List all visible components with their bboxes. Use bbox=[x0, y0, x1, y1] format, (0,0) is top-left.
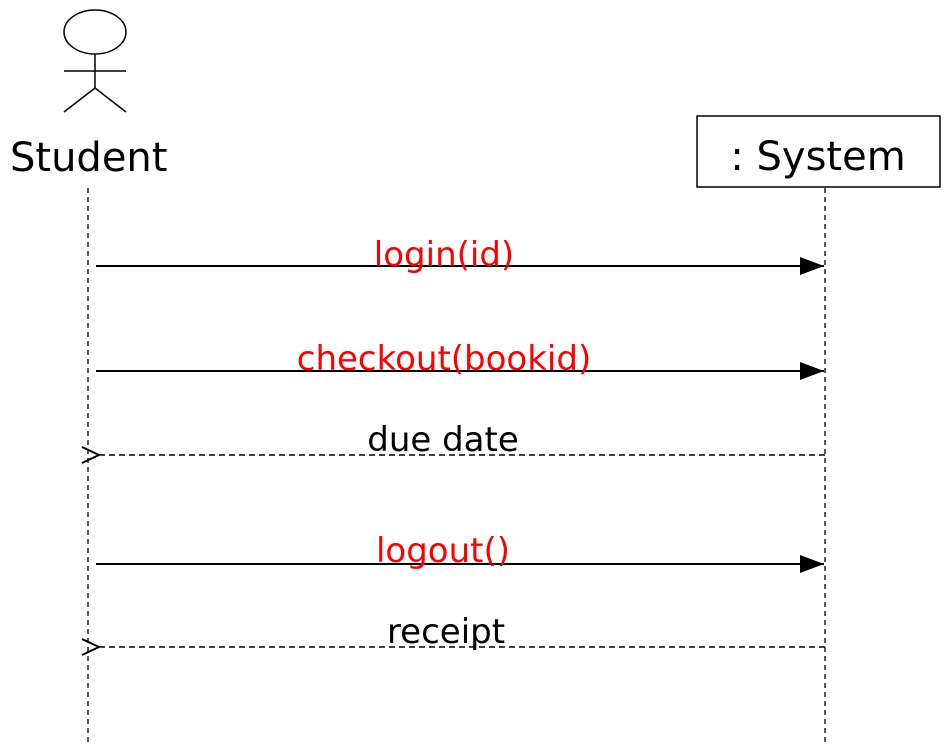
message-label-receipt: receipt bbox=[387, 612, 505, 652]
message-label-checkout: checkout(bookid) bbox=[297, 339, 591, 379]
message-label-logout: logout() bbox=[376, 531, 510, 571]
message-label-login: login(id) bbox=[374, 235, 514, 275]
student-actor-label: Student bbox=[10, 135, 167, 181]
student-actor-icon bbox=[63, 9, 127, 113]
system-object-label: : System bbox=[730, 134, 905, 180]
message-label-due-date: due date bbox=[367, 420, 519, 460]
system-object-box bbox=[696, 115, 941, 188]
